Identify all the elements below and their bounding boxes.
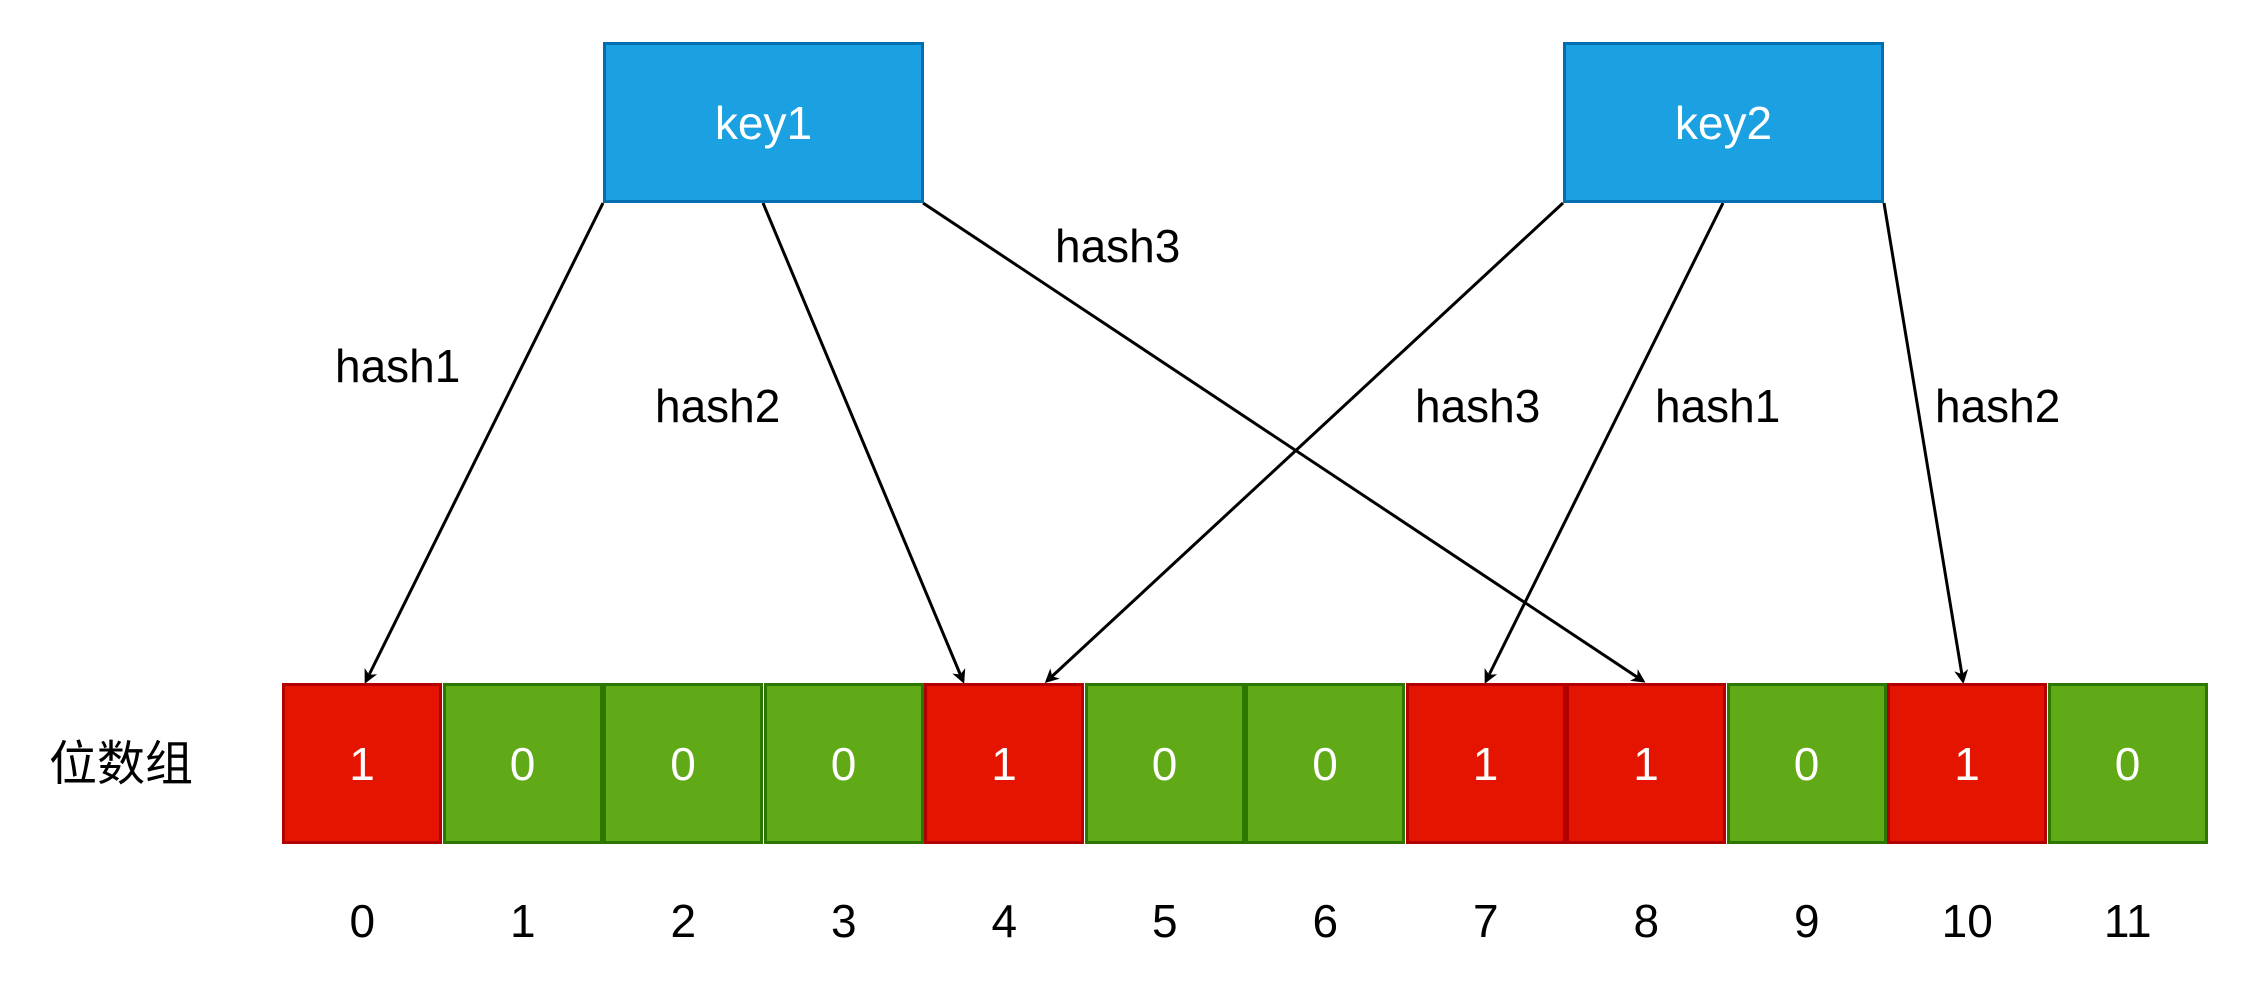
- bit-value: 1: [349, 737, 375, 790]
- arrow-key1-hash2: [761, 202, 966, 684]
- bit-index: 0: [349, 895, 376, 947]
- arrow-key1-hash3: [922, 201, 1646, 683]
- bit-index: 2: [670, 895, 697, 947]
- bit-index: 5: [1151, 895, 1178, 947]
- arrow-key2-hash2: [1882, 202, 1969, 684]
- bit-cell: 1: [1566, 683, 1726, 844]
- bit-value: 0: [1151, 737, 1178, 790]
- key1-label: key1: [714, 96, 813, 149]
- key2-label: key2: [1674, 96, 1773, 149]
- bit-value: 1: [1472, 737, 1499, 790]
- bit-cell: 0: [1245, 683, 1405, 844]
- bit-index: 9: [1793, 895, 1820, 947]
- bit-value: 1: [1954, 737, 1980, 790]
- bit-cell: 1: [1405, 683, 1566, 844]
- bit-value: 1: [991, 737, 1017, 790]
- bit-index: 3: [830, 895, 857, 947]
- bit-index: 7: [1472, 895, 1499, 947]
- bit-cell: 1: [924, 683, 1084, 844]
- bit-index-row: 0 1 2 3 4 5 6 7 8 9 10 11: [282, 898, 2208, 944]
- bit-value: 0: [1312, 737, 1338, 790]
- bit-value: 0: [670, 737, 696, 790]
- bit-cell: 1: [1887, 683, 2047, 844]
- bit-cell: 0: [1084, 683, 1245, 844]
- bit-value: 0: [509, 737, 536, 790]
- bit-cell: 0: [763, 683, 924, 844]
- bit-index: 10: [1941, 895, 1993, 947]
- arrow-key2-hash3: [1044, 201, 1565, 684]
- arrow-key1-hash1: [364, 202, 605, 684]
- key1-box: key1: [603, 42, 924, 203]
- bit-index: 8: [1633, 895, 1660, 947]
- bit-array: 1 0 0 0 1 0 0 1 1 0 1 0: [282, 683, 2208, 844]
- bit-index: 11: [2103, 895, 2152, 947]
- arrow-key2-hash1: [1484, 202, 1725, 684]
- bit-cell: 0: [2047, 683, 2208, 844]
- bit-value: 0: [830, 737, 857, 790]
- bit-value: 0: [1793, 737, 1820, 790]
- bit-value: 1: [1633, 737, 1659, 790]
- hash-label-key1-hash1: hash1: [335, 340, 461, 392]
- hash-label-key1-hash2: hash2: [655, 380, 781, 432]
- bit-cell: 1: [282, 683, 442, 844]
- bit-cell: 0: [603, 683, 763, 844]
- hash-label-key2-hash1: hash1: [1655, 380, 1781, 432]
- key2-box: key2: [1563, 42, 1884, 203]
- hash-label-key2-hash3: hash3: [1415, 380, 1541, 432]
- bit-cell: 0: [1726, 683, 1887, 844]
- hash-label-key2-hash2: hash2: [1935, 380, 2061, 432]
- bit-value: 0: [2114, 737, 2141, 790]
- bit-index: 4: [991, 895, 1018, 947]
- bit-array-label: 位数组: [49, 736, 194, 792]
- bit-index: 6: [1312, 895, 1339, 947]
- bit-cell: 0: [442, 683, 603, 844]
- bit-index: 1: [509, 895, 536, 947]
- hash-label-key1-hash3: hash3: [1055, 220, 1181, 272]
